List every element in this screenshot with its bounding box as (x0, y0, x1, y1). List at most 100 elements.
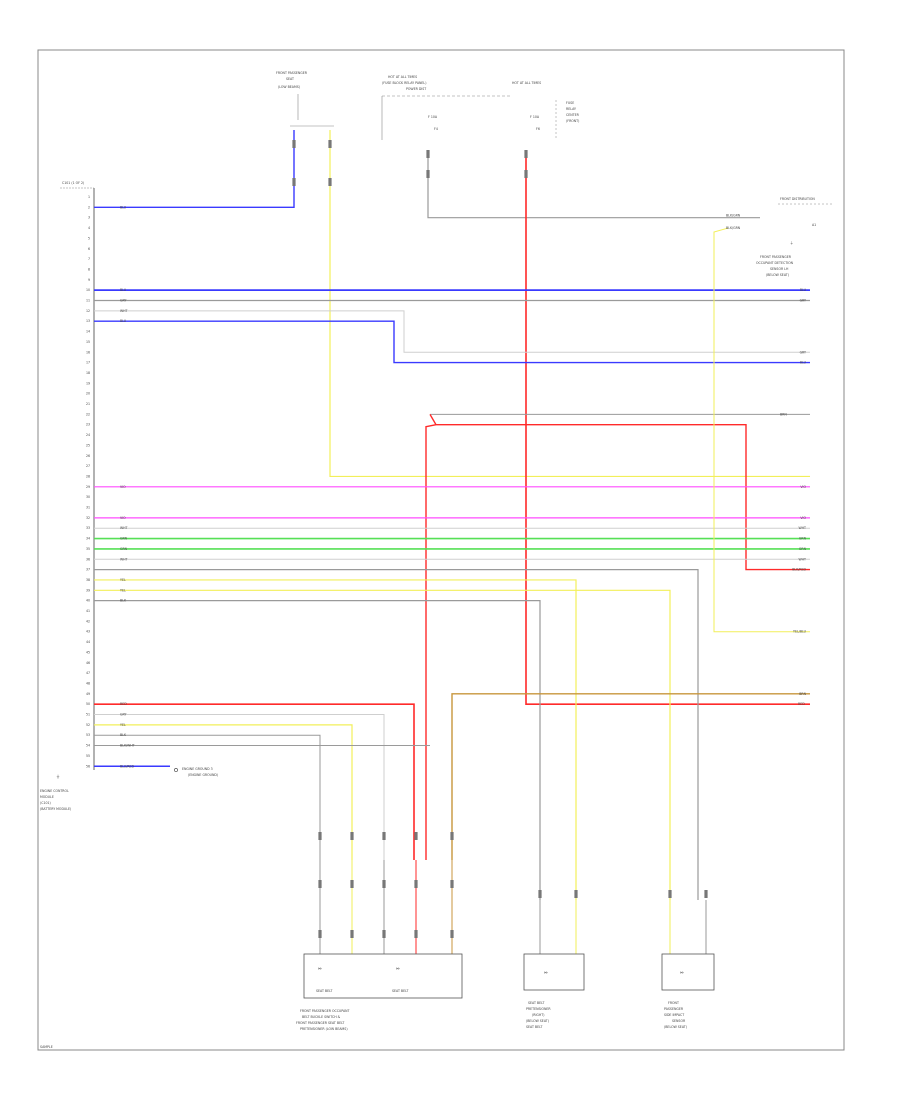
module-pin-19: 19 (86, 381, 90, 385)
connector-a-mid-2 (382, 880, 386, 888)
wire-label-blk_b: BLK (120, 733, 127, 737)
fuse-b: F 10A (530, 115, 540, 119)
svg-text:(LOW BEAMS): (LOW BEAMS) (278, 85, 300, 89)
module-pin-list: 1234567891011121314151617181920212223242… (86, 195, 90, 768)
module-pin-48: 48 (86, 681, 90, 685)
module-pin-40: 40 (86, 599, 90, 603)
wire-yelblu (713, 227, 810, 633)
svg-text:FRONT: FRONT (668, 1001, 679, 1005)
fuse-relay-center: HOT AT ALL TIMES (FUSE BLOCK RELAY PANEL… (381, 75, 580, 140)
fuse-connector-1 (524, 150, 528, 158)
connector-a-top-3 (414, 832, 418, 840)
svg-text:(RIGHT): (RIGHT) (532, 1013, 544, 1017)
module-pin-56: 56 (86, 764, 90, 768)
wire-yel-top (329, 130, 810, 478)
module-pin-14: 14 (86, 330, 90, 334)
connector-a-top-2 (382, 832, 386, 840)
module-pin-22: 22 (86, 412, 90, 416)
svg-text:HOT AT ALL TIMES: HOT AT ALL TIMES (512, 81, 541, 85)
module-pin-31: 31 (86, 506, 90, 510)
svg-text:⚯: ⚯ (396, 966, 400, 971)
wire-blu-b (94, 320, 810, 364)
connector-a-bot-4 (450, 930, 454, 938)
wire-wht-a (94, 310, 810, 353)
connector-a-mid-0 (318, 880, 322, 888)
wire-label-gry_b: GRY (120, 713, 126, 717)
wire-gry-b (94, 714, 385, 860)
wire-label-r_grn: GRN (799, 537, 807, 541)
connector-top-0 (292, 140, 296, 148)
wire-label-r_wht2: WHT (799, 557, 807, 561)
svg-text:SEAT BELT: SEAT BELT (526, 1025, 542, 1029)
wire-label-wht_b: WHT (120, 526, 128, 530)
wire-red-loop (429, 413, 810, 571)
fuse-connector-0 (426, 150, 430, 158)
svg-text:FRONT PASSENGER: FRONT PASSENGER (760, 255, 792, 259)
module-pin-53: 53 (86, 733, 90, 737)
connector-a-mid-4 (450, 880, 454, 888)
wire-label-blured: BLU/RED (120, 764, 134, 768)
wire-label-gry_top: BLK/GRN (726, 226, 741, 230)
module-pin-54: 54 (86, 744, 90, 748)
wire-label-vio_a: VIO (120, 485, 126, 489)
ground-connector: ENGINE GROUND 3 (ENGINE GROUND) (174, 767, 218, 777)
module-pin-44: 44 (86, 640, 90, 644)
wire-label-r_brn2: BRN (799, 692, 806, 696)
module-pin-16: 16 (86, 350, 90, 354)
wire-label-blu_top: BLU (120, 205, 127, 209)
svg-text:ENGINE GROUND 3: ENGINE GROUND 3 (182, 767, 213, 771)
module-pin-15: 15 (86, 340, 90, 344)
wire-blu-top (94, 130, 295, 209)
svg-text:⏚: ⏚ (790, 240, 793, 245)
connector-a-bot-2 (382, 930, 386, 938)
wire-label-r_wht: WHT (799, 526, 807, 530)
wire-blkgrn-top (427, 150, 760, 219)
svg-text:POWER DIST: POWER DIST (406, 87, 426, 91)
module-title-4: (BATTERY MODULE) (40, 807, 71, 811)
svg-text:⚯: ⚯ (318, 966, 322, 971)
module-title-1: ENGINE CONTROL (40, 789, 69, 793)
connector-c-0 (668, 890, 672, 898)
wire-label-r_yelblu: YEL/BLU (793, 630, 807, 634)
connector-a-top-4 (450, 832, 454, 840)
wire-label-blk_a: BLK (120, 599, 127, 603)
module-pin-17: 17 (86, 361, 90, 365)
svg-text:SEAT: SEAT (286, 77, 294, 81)
svg-text:(ENGINE GROUND): (ENGINE GROUND) (188, 773, 218, 777)
engine-control-module: C101 (1 OF 2) ⏚ ENGINE CONTROL MODULE (C… (40, 181, 95, 811)
wire-label-gry_a: GRY (120, 299, 126, 303)
svg-text:CENTER: CENTER (566, 113, 580, 117)
module-pin-51: 51 (86, 713, 90, 717)
module-title-3: (C101) (40, 801, 51, 805)
module-pin-26: 26 (86, 454, 90, 458)
module-pin-9: 9 (88, 278, 90, 282)
wire-blk-b (94, 734, 321, 860)
wire-label-grn_a: GRN (120, 537, 128, 541)
wire-yel-drop-a (94, 579, 577, 900)
module-pin-24: 24 (86, 433, 90, 437)
svg-text:PRETENSIONER: PRETENSIONER (526, 1007, 551, 1011)
wire-label-r_blu: BLU (800, 288, 807, 292)
svg-text:RELAY: RELAY (566, 107, 576, 111)
wire-label-blu_b: BLU (120, 319, 127, 323)
module-pin-21: 21 (86, 402, 90, 406)
connector-b-1 (574, 890, 578, 898)
module-pin-29: 29 (86, 485, 90, 489)
svg-text:⚯: ⚯ (544, 970, 548, 975)
connector-a-top-1 (350, 832, 354, 840)
wire-blk-drop (94, 568, 699, 900)
module-pin-32: 32 (86, 516, 90, 520)
wire-label-yel_a: YEL (120, 578, 126, 582)
wire-label-blu_a: BLU (120, 288, 127, 292)
svg-text:F6: F6 (536, 127, 540, 131)
module-pin-28: 28 (86, 474, 90, 478)
wire-label-r_blu2: BLU (800, 361, 807, 365)
wire-label-r_gry: GRY (800, 299, 806, 303)
wire-red-drop (425, 424, 437, 860)
svg-text:FRONT PASSENGER OCCUPANT: FRONT PASSENGER OCCUPANT (300, 1009, 350, 1013)
module-pin-8: 8 (88, 267, 90, 271)
svg-text:(FUSE BLOCK RELAY PANEL): (FUSE BLOCK RELAY PANEL) (382, 81, 426, 85)
